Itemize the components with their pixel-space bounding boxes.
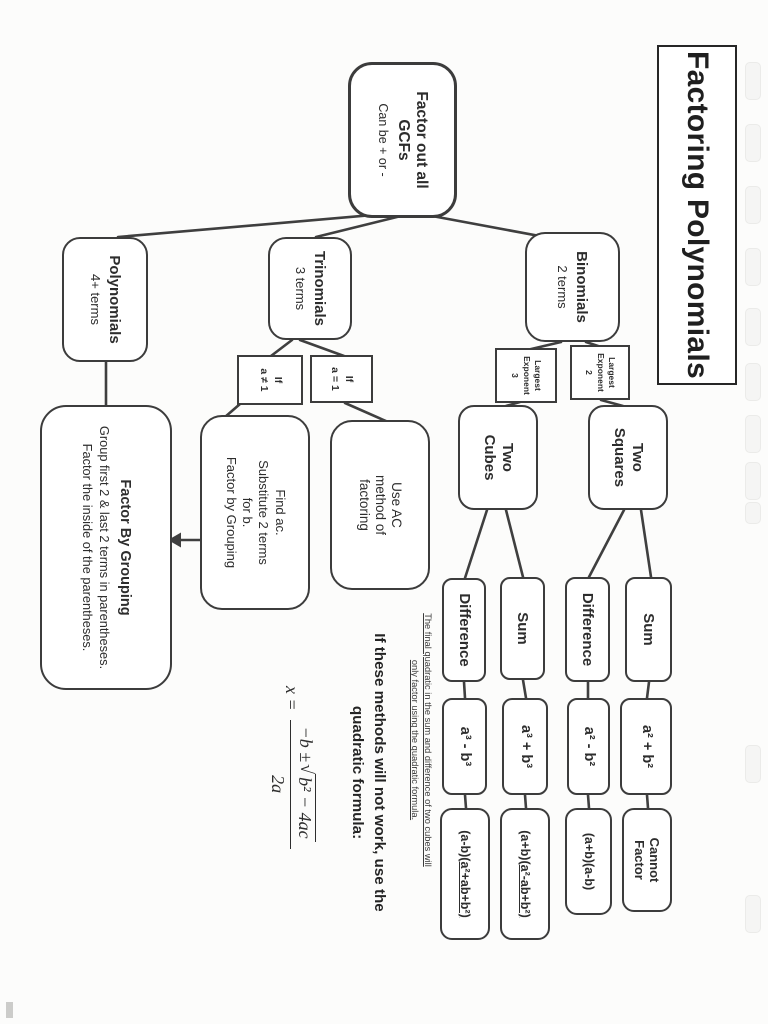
node-use-ac-method: Use AC method of factoring [330,420,430,590]
result-cubes-sum: (a+b)(a²-ab+b²) [500,808,550,940]
result-squares-difference: (a+b)(a-b) [565,808,612,915]
arrow-head [168,532,181,548]
node-find-ac: Find ac. Substitute 2 terms for b. Facto… [200,415,310,610]
formula-fraction: −b ± √ b² − 4ac 2a [267,719,317,849]
binding-mark [745,745,761,783]
binding-mark [745,363,761,401]
footnote-two-cubes-note: The final quadratic in the sum and diffe… [409,613,433,867]
node-two-squares: Two Squares [588,405,668,510]
binding-mark [745,895,761,933]
formula-lhs: x = [282,686,302,711]
node-trinomials: Trinomials 3 terms [268,237,352,340]
case-cubes-sum: Sum [500,577,545,680]
condition-if-a-equals-1: If a = 1 [310,355,373,403]
node-two-cubes: Two Cubes [458,405,538,510]
expression-difference-of-squares: a² - b² [567,698,610,795]
case-squares-difference: Difference [565,577,610,682]
quadratic-formula: x = −b ± √ b² − 4ac 2a [267,686,317,866]
expression-difference-of-cubes: a³ - b³ [442,698,487,795]
condition-largest-exponent-3: Largest Exponent 3 [495,348,557,403]
node-factor-out-gcfs: Factor out all GCFs Can be + or - [348,62,457,218]
node-factor-by-grouping: Factor By Grouping Group first 2 & last … [40,405,172,690]
node-title: Factor out all [413,91,431,189]
binding-mark [745,308,761,346]
condition-if-a-not-equals-1: If a ≠ 1 [237,355,303,405]
node-body: Group first 2 & last 2 terms in parenthe… [80,425,113,670]
binding-mark [745,62,761,100]
case-squares-sum: Sum [625,577,672,682]
binding-mark [745,462,761,500]
node-title: GCFs [394,119,412,161]
binding-mark [745,124,761,162]
condition-largest-exponent-2: Largest Exponent 2 [570,345,630,400]
result-cubes-difference: (a-b)(a²+ab+b²) [440,808,490,940]
case-cubes-difference: Difference [442,578,486,682]
quadratic-formula-intro: If these methods will not work, use the … [348,633,388,912]
result-cannot-factor: Cannot Factor [622,808,672,912]
node-polynomials: Polynomials 4+ terms [62,237,148,362]
page-title: Factoring Polynomials [657,45,737,385]
expression-sum-of-cubes: a³ + b³ [502,698,548,795]
radical-sign: √ [297,764,317,775]
node-binomials: Binomials 2 terms [525,232,620,342]
node-title: Factor By Grouping [117,479,134,616]
binding-mark [745,502,761,524]
expression-sum-of-squares: a² + b² [620,698,672,795]
binding-mark [745,415,761,453]
node-subtitle: Can be + or - [375,103,390,177]
scan-smudge [6,1002,13,1018]
binding-mark [745,248,761,286]
binding-mark [745,186,761,224]
